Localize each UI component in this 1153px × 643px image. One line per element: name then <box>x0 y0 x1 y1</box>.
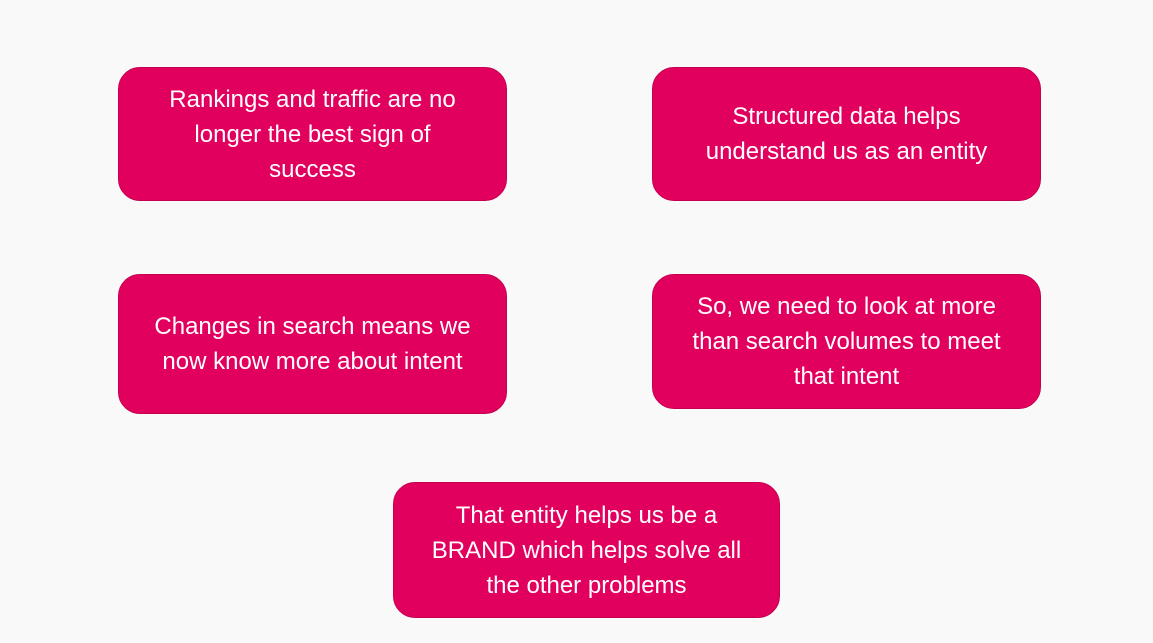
point-box-structured-data: Structured data helps understand us as a… <box>652 67 1041 201</box>
point-box-search-volumes: So, we need to look at more than search … <box>652 274 1041 409</box>
point-text: That entity helps us be a BRAND which he… <box>431 501 742 599</box>
point-box-search-changes: Changes in search means we now know more… <box>118 274 507 414</box>
point-box-brand: That entity helps us be a BRAND which he… <box>393 482 780 618</box>
point-text: Rankings and traffic are no longer the b… <box>169 85 456 183</box>
point-box-rankings: Rankings and traffic are no longer the b… <box>118 67 507 201</box>
point-text: So, we need to look at more than search … <box>692 293 1001 390</box>
point-text: Structured data helps understand us as a… <box>705 103 988 165</box>
point-text: Changes in search means we now know more… <box>154 313 471 375</box>
